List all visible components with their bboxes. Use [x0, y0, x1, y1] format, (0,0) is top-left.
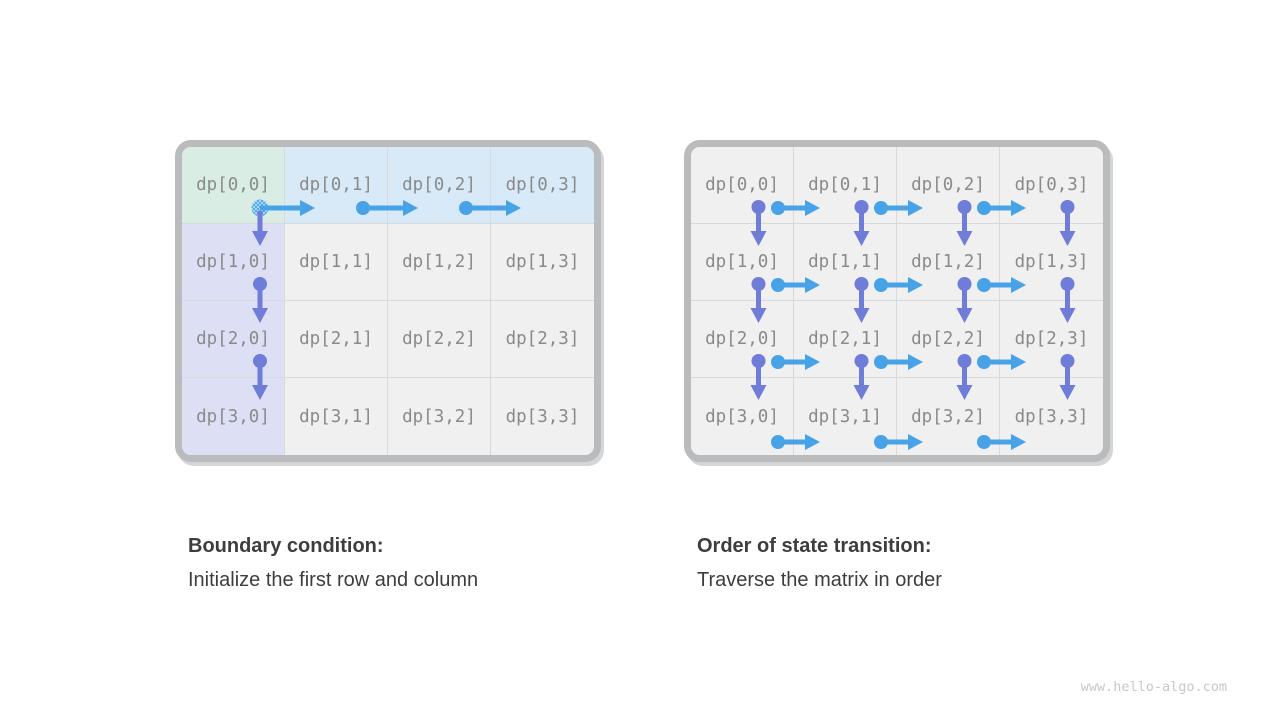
caption-right: Order of state transition: Traverse the … [697, 529, 1117, 597]
dp-cell-r0c0: dp[0,0] [691, 147, 794, 224]
dp-cell-r0c1: dp[0,1] [285, 147, 388, 224]
cell-label: dp[2,3] [1014, 329, 1089, 349]
dp-cell-r0c3: dp[0,3] [1000, 147, 1103, 224]
dp-cell-r3c1: dp[3,1] [285, 378, 388, 455]
cell-label: dp[1,3] [1014, 252, 1089, 272]
cell-label: dp[0,2] [911, 175, 985, 195]
dp-cell-r3c2: dp[3,2] [897, 378, 1000, 455]
dp-cell-r2c2: dp[2,2] [388, 301, 491, 378]
cell-label: dp[3,3] [1014, 406, 1089, 427]
dp-cell-r1c1: dp[1,1] [794, 224, 897, 301]
cell-label: dp[0,3] [505, 175, 580, 195]
cell-label: dp[0,0] [705, 175, 779, 195]
caption-body: Traverse the matrix in order [697, 569, 942, 591]
dp-cell-r2c0: dp[2,0] [182, 301, 285, 378]
cell-label: dp[2,1] [808, 329, 882, 349]
cell-label: dp[1,2] [402, 252, 476, 272]
caption-left: Boundary condition: Initialize the first… [188, 529, 608, 597]
cell-label: dp[2,0] [705, 329, 779, 349]
dp-cell-r3c3: dp[3,3] [1000, 378, 1103, 455]
cell-label: dp[3,1] [299, 406, 373, 427]
dp-cell-r0c1: dp[0,1] [794, 147, 897, 224]
dp-cell-r3c1: dp[3,1] [794, 378, 897, 455]
cell-label: dp[1,1] [808, 252, 882, 272]
cell-label: dp[2,0] [196, 329, 270, 349]
cell-label: dp[3,2] [402, 406, 476, 427]
cell-label: dp[0,1] [808, 175, 882, 195]
dp-cell-r2c3: dp[2,3] [491, 301, 594, 378]
caption-title: Order of state transition: [697, 535, 932, 557]
dp-cell-r3c2: dp[3,2] [388, 378, 491, 455]
cell-label: dp[2,2] [911, 329, 985, 349]
cell-label: dp[3,1] [808, 406, 882, 427]
cell-label: dp[0,1] [299, 175, 373, 195]
dp-cell-r0c3: dp[0,3] [491, 147, 594, 224]
dp-cell-r2c1: dp[2,1] [794, 301, 897, 378]
dp-cell-r0c0: dp[0,0] [182, 147, 285, 224]
cell-label: dp[2,1] [299, 329, 373, 349]
cell-label: dp[1,1] [299, 252, 373, 272]
caption-title: Boundary condition: [188, 535, 384, 557]
dp-cell-r3c3: dp[3,3] [491, 378, 594, 455]
cell-label: dp[0,3] [1014, 175, 1089, 195]
cell-label: dp[3,2] [911, 406, 985, 427]
cell-label: dp[3,0] [705, 406, 779, 427]
dp-cell-r1c2: dp[1,2] [897, 224, 1000, 301]
dp-cell-r3c0: dp[3,0] [182, 378, 285, 455]
caption-body: Initialize the first row and column [188, 569, 479, 591]
dp-cell-r1c0: dp[1,0] [691, 224, 794, 301]
watermark: www.hello-algo.com [1080, 679, 1227, 695]
cell-label: dp[0,0] [196, 175, 270, 195]
cell-label: dp[2,2] [402, 329, 476, 349]
dp-cells: dp[0,0] dp[0,1] dp[0,2] dp[0,3] dp[1,0] dp[1,… [691, 147, 1103, 455]
dp-cell-r0c2: dp[0,2] [897, 147, 1000, 224]
dp-cell-r3c0: dp[3,0] [691, 378, 794, 455]
cell-label: dp[0,2] [402, 175, 476, 195]
dp-table-left: dp[0,0] dp[0,1] dp[0,2] dp[0,3] dp[1,0] dp[1,… [175, 140, 601, 462]
dp-cell-r2c1: dp[2,1] [285, 301, 388, 378]
cell-label: dp[1,2] [911, 252, 985, 272]
cell-label: dp[2,3] [505, 329, 580, 349]
dp-cell-r1c3: dp[1,3] [491, 224, 594, 301]
cell-label: dp[1,0] [705, 252, 779, 272]
dp-cells: dp[0,0] dp[0,1] dp[0,2] dp[0,3] dp[1,0] dp[1,… [182, 147, 594, 455]
dp-cell-r1c1: dp[1,1] [285, 224, 388, 301]
cell-label: dp[1,0] [196, 252, 270, 272]
cell-label: dp[3,3] [505, 406, 580, 427]
cell-label: dp[3,0] [196, 406, 270, 427]
dp-cell-r1c0: dp[1,0] [182, 224, 285, 301]
dp-cell-r2c3: dp[2,3] [1000, 301, 1103, 378]
dp-cell-r2c2: dp[2,2] [897, 301, 1000, 378]
dp-cell-r1c2: dp[1,2] [388, 224, 491, 301]
dp-cell-r0c2: dp[0,2] [388, 147, 491, 224]
dp-cell-r1c3: dp[1,3] [1000, 224, 1103, 301]
cell-label: dp[1,3] [505, 252, 580, 272]
dp-cell-r2c0: dp[2,0] [691, 301, 794, 378]
dp-table-right: dp[0,0] dp[0,1] dp[0,2] dp[0,3] dp[1,0] dp[1,… [684, 140, 1110, 462]
